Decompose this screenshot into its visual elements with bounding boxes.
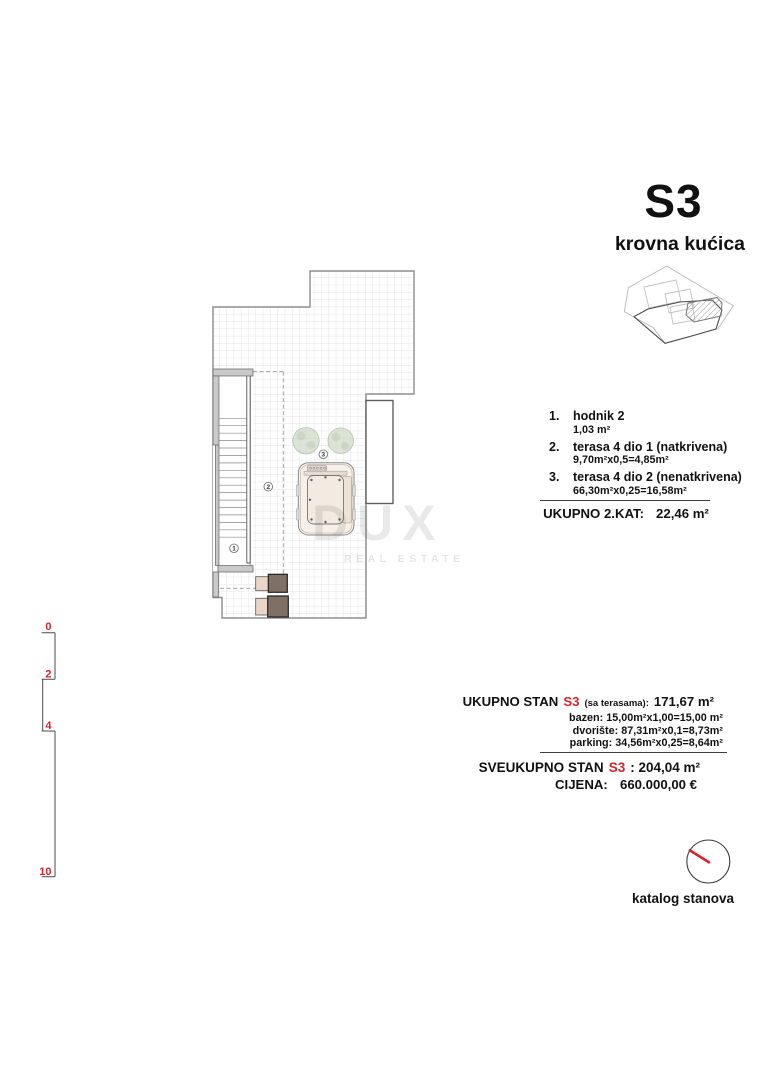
tree xyxy=(292,427,320,455)
floor-total-label: UKUPNO 2.KAT: xyxy=(543,506,645,521)
legend-item-number: 1. xyxy=(549,409,560,423)
grand-total-value: : 204,04 m² xyxy=(630,760,700,775)
apartment-unit-code: S3 xyxy=(563,694,580,709)
room-label-2: 2 xyxy=(263,482,274,492)
unit-type-subtitle: krovna kućica xyxy=(614,233,746,255)
scale-tick-0: 0 xyxy=(45,621,51,633)
lounger xyxy=(255,595,289,618)
summary-divider xyxy=(540,751,727,753)
legend-item-area: 66,30m²x0,25=16,58m² xyxy=(573,484,687,497)
staircase xyxy=(212,368,254,598)
stair-rail xyxy=(246,376,251,564)
apartment-total-value: 171,67 m² xyxy=(653,694,714,709)
legend-item: 3. terasa 4 dio 2 (nenatkrivena) 66,30m²… xyxy=(549,470,749,498)
legend-item: 1. hodnik 2 1,03 m² xyxy=(549,409,749,437)
stair-treads xyxy=(219,417,247,538)
legend-item-number: 3. xyxy=(549,470,560,484)
legend-item-number: 2. xyxy=(549,439,560,454)
room-label-1: 1 xyxy=(229,543,239,554)
scale-bar-line xyxy=(41,632,56,878)
unit-code-title: S3 xyxy=(644,175,703,227)
roof-element xyxy=(365,399,394,505)
floor-total-row: UKUPNO 2.KAT: 22,46 m² xyxy=(540,506,712,521)
compass-needle xyxy=(688,849,711,864)
scale-bar: 0 2 4 10 xyxy=(39,621,56,878)
price-label: CIJENA: xyxy=(555,777,608,792)
room-label-3: 3 xyxy=(318,449,329,460)
room-label-2-number: 2 xyxy=(266,484,270,491)
grand-unit-code: S3 xyxy=(608,760,626,775)
watermark-tagline: REAL ESTATE xyxy=(344,553,465,565)
hot-tub-jets xyxy=(308,476,341,524)
apartment-total-row: UKUPNO STAN S3 (sa terasama): 171,67 m² xyxy=(370,694,714,709)
scale-tick-2: 2 xyxy=(45,669,51,681)
scale-tick-10: 10 xyxy=(39,866,51,878)
compass-icon[interactable] xyxy=(686,839,731,884)
legend-item: 2. terasa 4 dio 1 (natkrivena) 9,70m²x0,… xyxy=(549,439,749,468)
area-detail-parking: parking: 34,56m²x0,25=8,64m² xyxy=(569,737,723,750)
stair-shaft xyxy=(218,375,251,566)
apartment-total-label: UKUPNO STAN xyxy=(462,694,559,709)
tree xyxy=(327,427,354,454)
area-detail-bazen: bazen: 15,00m²x1,00=15,00 m² xyxy=(569,712,723,724)
site-unit-boundary xyxy=(633,299,723,344)
area-details: bazen: 15,00m²x1,00=15,00 m² dvorište: 8… xyxy=(380,712,723,750)
hot-tub-basin xyxy=(307,475,344,525)
legend-divider xyxy=(540,500,710,501)
legend-item-area: 9,70m²x0,5=4,85m² xyxy=(573,454,669,466)
area-detail-dvoriste: dvorište: 87,31m²x0,1=8,73m² xyxy=(572,724,723,737)
legend-item-area: 1,03 m² xyxy=(573,423,611,436)
legend-item-name: terasa 4 dio 1 (natkrivena) xyxy=(573,439,728,454)
hot-tub xyxy=(296,462,356,536)
covered-terrace-dashed-line xyxy=(220,371,284,589)
apartment-total-note: (sa terasama): xyxy=(584,698,649,709)
price-value: 660.000,00 € xyxy=(619,777,697,792)
floor-plan: 1 2 3 xyxy=(212,270,415,619)
scale-tick-4: 4 xyxy=(45,720,52,732)
legend-item-name: hodnik 2 xyxy=(573,409,625,423)
grand-total-row: SVEUKUPNO STAN S3 : 204,04 m² xyxy=(380,760,700,775)
room-label-1-number: 1 xyxy=(232,546,236,553)
site-plan-thumbnail xyxy=(623,265,734,344)
site-unit-hatched-building xyxy=(685,297,723,323)
room-label-3-number: 3 xyxy=(321,452,325,459)
grand-total-label: SVEUKUPNO STAN xyxy=(478,760,604,775)
floor-total-value: 22,46 m² xyxy=(656,506,709,521)
legend-item-name: terasa 4 dio 2 (nenatkrivena) xyxy=(573,470,742,484)
room-legend: 1. hodnik 2 1,03 m² 2. terasa 4 dio 1 (n… xyxy=(549,409,749,502)
lounger xyxy=(255,573,288,593)
watermark-brand: DUX xyxy=(312,495,445,551)
price-row: CIJENA: 660.000,00 € xyxy=(555,777,697,792)
katalog-stanova-link[interactable]: katalog stanova xyxy=(631,891,735,906)
